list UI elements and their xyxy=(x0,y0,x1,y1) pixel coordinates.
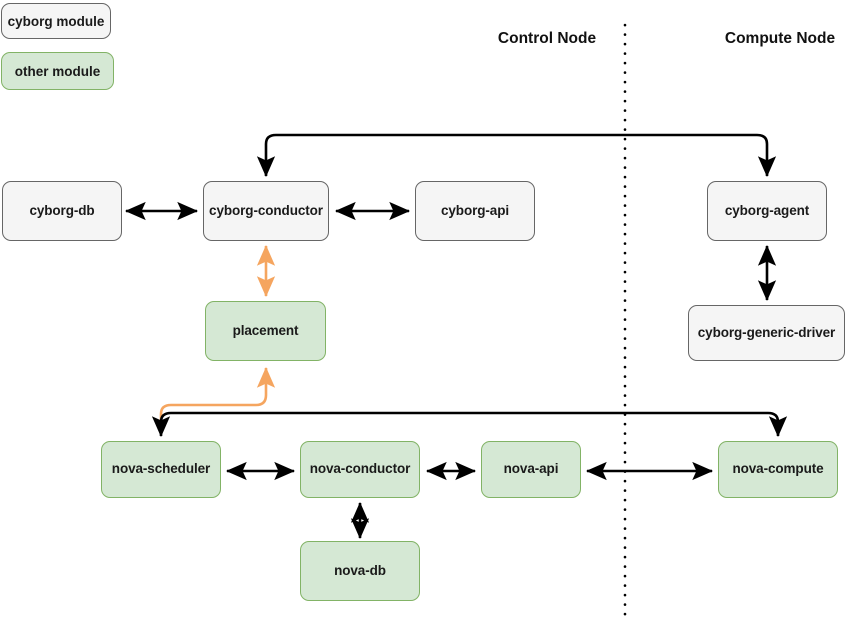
legend-item-other-module: other module xyxy=(1,52,114,90)
zone-title-control-node: Control Node xyxy=(497,30,597,47)
node-label: nova-scheduler xyxy=(111,461,211,477)
node-cyborg-db[interactable]: cyborg-db xyxy=(2,181,122,241)
node-nova-compute[interactable]: nova-compute xyxy=(718,441,838,498)
node-placement[interactable]: placement xyxy=(205,301,326,361)
node-label: cyborg-conductor xyxy=(209,202,323,218)
legend-item-cyborg-module: cyborg module xyxy=(1,3,111,39)
node-nova-scheduler[interactable]: nova-scheduler xyxy=(101,441,221,498)
node-label: nova-compute xyxy=(732,461,824,477)
node-cyborg-generic-driver[interactable]: cyborg-generic-driver xyxy=(688,305,845,361)
node-label: placement xyxy=(232,322,299,338)
node-nova-db[interactable]: nova-db xyxy=(300,541,420,601)
node-label: cyborg-generic-driver xyxy=(697,324,836,340)
edge-nova-scheduler-nova-compute xyxy=(151,411,788,438)
node-label: cyborg-api xyxy=(440,202,509,218)
zone-title-compute-node: Compute Node xyxy=(724,30,836,47)
node-nova-conductor[interactable]: nova-conductor xyxy=(300,441,420,498)
edge-cyborg-conductor-cyborg-agent xyxy=(256,133,777,178)
node-nova-api[interactable]: nova-api xyxy=(481,441,581,498)
node-cyborg-conductor[interactable]: cyborg-conductor xyxy=(203,181,329,241)
legend-label: cyborg module xyxy=(7,13,105,29)
node-label: nova-api xyxy=(503,461,559,477)
node-label: nova-db xyxy=(334,562,386,578)
node-label: cyborg-agent xyxy=(724,202,810,218)
legend-label: other module xyxy=(14,63,101,79)
node-cyborg-api[interactable]: cyborg-api xyxy=(415,181,535,241)
node-label: nova-conductor xyxy=(309,461,411,477)
node-cyborg-agent[interactable]: cyborg-agent xyxy=(707,181,827,241)
node-label: cyborg-db xyxy=(29,202,95,218)
edge-nova-scheduler-placement xyxy=(159,366,276,432)
